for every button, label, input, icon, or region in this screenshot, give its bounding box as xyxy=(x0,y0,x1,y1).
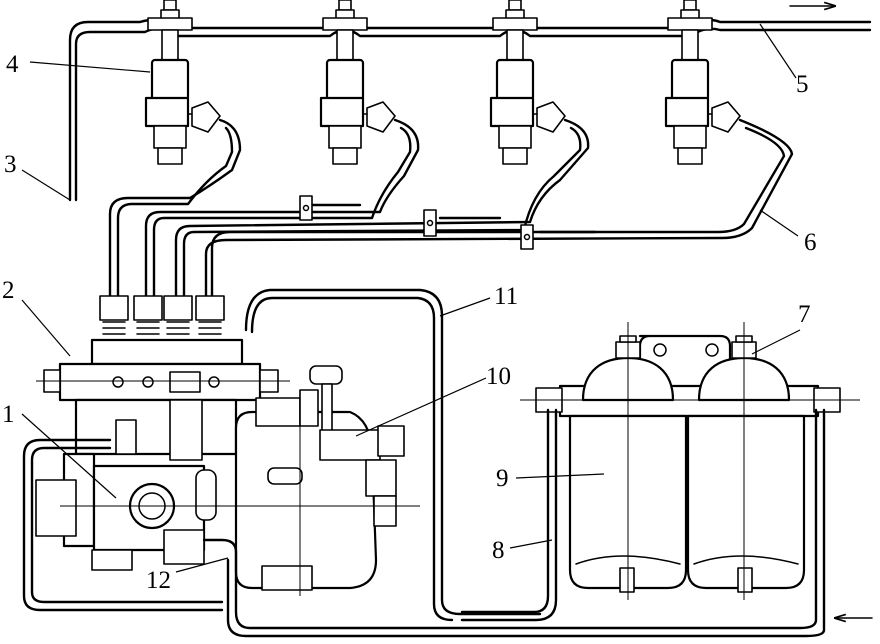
callout-5: 5 xyxy=(796,71,809,98)
callout-2: 2 xyxy=(2,277,15,304)
return-pipe xyxy=(68,6,872,202)
callout-1: 1 xyxy=(2,401,15,428)
injector-2 xyxy=(319,0,397,166)
callout-11: 11 xyxy=(494,283,518,310)
callout-8: 8 xyxy=(492,537,505,564)
fuel-filter xyxy=(520,322,860,600)
low-pressure-line xyxy=(244,288,542,622)
injector-3 xyxy=(489,0,567,166)
callout-12: 12 xyxy=(146,567,171,594)
callout-9: 9 xyxy=(496,465,509,492)
callout-labels: 1 2 3 4 5 6 7 8 9 10 11 12 xyxy=(2,51,817,594)
callout-7: 7 xyxy=(798,301,811,328)
callout-6: 6 xyxy=(804,229,817,256)
callout-3: 3 xyxy=(4,151,17,178)
filter-pipes xyxy=(22,408,873,638)
injection-pump xyxy=(35,295,290,571)
injector-1 xyxy=(144,0,222,166)
callout-10: 10 xyxy=(486,363,511,390)
injector-4 xyxy=(664,0,742,166)
callout-4: 4 xyxy=(6,51,19,78)
high-pressure-pipes xyxy=(108,118,794,298)
callout-leaders xyxy=(21,23,801,573)
governor xyxy=(234,365,420,596)
